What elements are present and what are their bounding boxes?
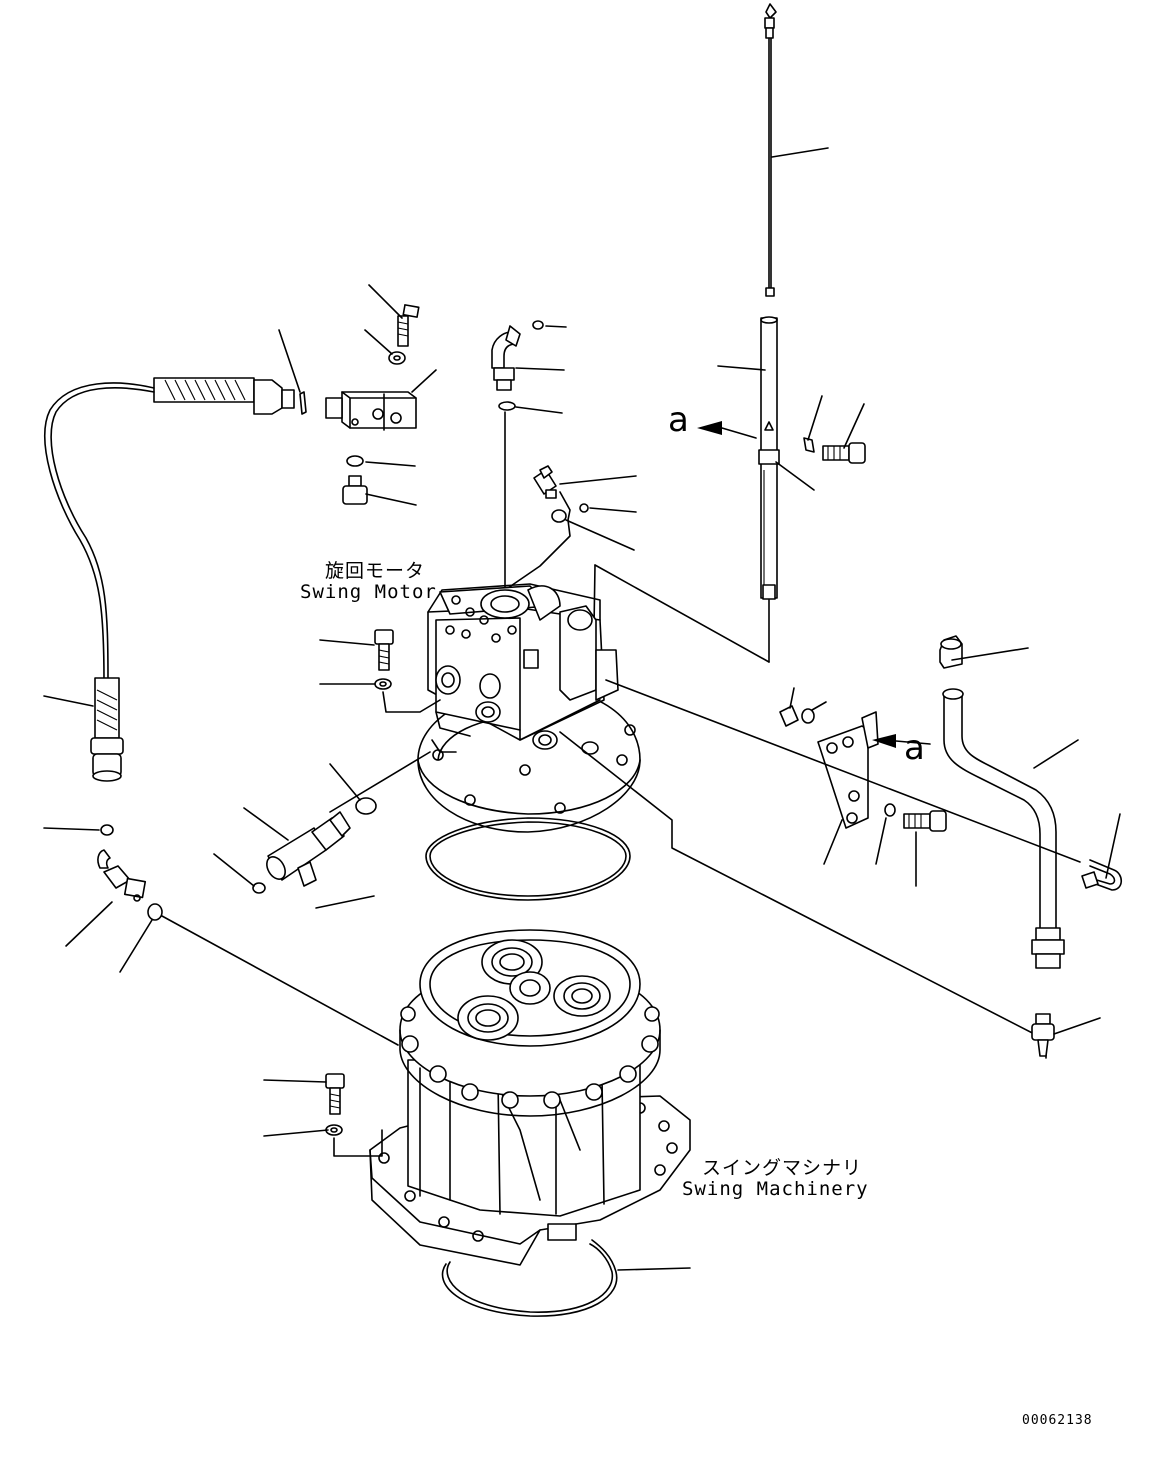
washer	[388, 351, 406, 365]
o-ring	[346, 455, 364, 467]
o-ring	[147, 903, 163, 921]
washer	[801, 708, 815, 724]
o-ring	[355, 797, 377, 815]
nut	[779, 705, 799, 727]
swing-machinery	[369, 929, 691, 1266]
callout-leaders	[43, 147, 1121, 1271]
motor-gasket	[425, 817, 631, 901]
bent-pipe	[942, 688, 1065, 969]
o-ring	[551, 509, 567, 523]
motor-bolt	[374, 629, 394, 671]
tube-clamp	[803, 437, 815, 453]
bracket-bolt	[903, 810, 947, 832]
breather-cap	[939, 635, 963, 669]
document-number: 00062138	[1022, 1413, 1093, 1428]
view-reference-a-lower: a	[904, 728, 926, 768]
machinery-bolt	[325, 1073, 345, 1115]
washer	[884, 803, 896, 817]
tube-bolt	[822, 442, 866, 464]
o-ring	[532, 320, 544, 330]
o-ring	[252, 882, 266, 894]
swing-machinery-label-en: Swing Machinery	[682, 1178, 869, 1200]
washer	[374, 678, 392, 690]
pipe-fitting	[1031, 1013, 1055, 1057]
swing-machinery-label-jp: スイングマシナリ	[702, 1157, 863, 1179]
swing-motor-label-jp: 旋回モータ	[325, 560, 426, 582]
plug-fitting	[342, 475, 368, 505]
relief-valve	[266, 811, 351, 887]
view-reference-a-upper: a	[668, 400, 690, 440]
o-ring	[579, 503, 589, 513]
elbow-connector	[97, 849, 147, 902]
o-ring	[100, 824, 114, 836]
angled-fitting	[533, 465, 557, 499]
gauge-tube	[758, 316, 780, 600]
elbow-fitting	[491, 325, 521, 391]
o-ring	[498, 401, 516, 411]
dipstick-gauge	[764, 3, 777, 297]
block-bolt	[397, 304, 420, 347]
pipe-clamp	[1081, 859, 1123, 891]
mounting-bracket	[817, 711, 879, 829]
junction-block	[325, 391, 417, 429]
swing-motor	[417, 583, 641, 833]
drain-hose	[44, 377, 295, 782]
machinery-seal-ring	[441, 1239, 618, 1317]
swing-motor-label-en: Swing Motor	[300, 581, 437, 603]
hose-clip	[299, 391, 307, 415]
